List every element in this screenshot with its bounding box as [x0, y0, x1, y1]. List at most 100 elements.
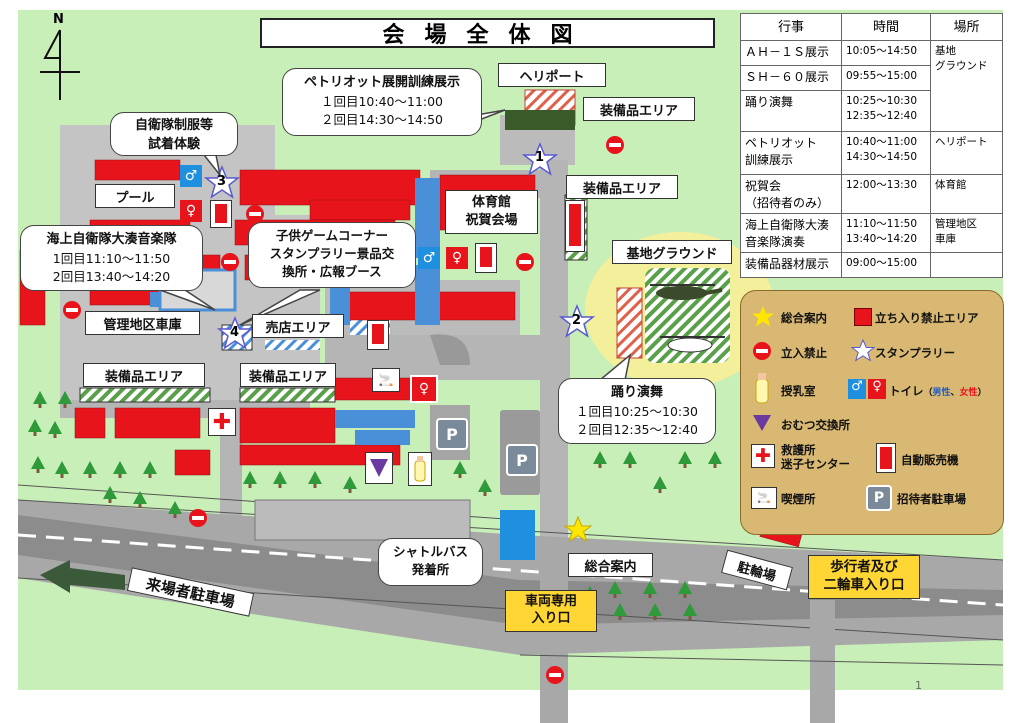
guest-parking-icon: P [436, 418, 468, 450]
toilet-female-icon: ♀ [180, 200, 202, 222]
bubble-dance-time1: １回目10:25～10:30 [575, 403, 699, 419]
bubble-shuttle: シャトルバス 発着所 [378, 538, 483, 586]
label-info: 総合案内 [568, 553, 653, 577]
legend-parking-label: 招待者駐車場 [897, 492, 966, 506]
label-pool: プール [95, 184, 175, 208]
schedule-event: ペトリオット 訓練展示 [740, 131, 842, 175]
vending-machine-icon-4 [367, 320, 389, 350]
legend-toilet-male-icon: ♂ [848, 379, 866, 399]
bubble-kids: 子供ゲームコーナー スタンプラリー景品交 換所・広報ブース [248, 222, 416, 288]
legend-noentry-label: 立入禁止 [781, 346, 827, 360]
label-gym: 体育館 祝賀会場 [445, 190, 538, 234]
bubble-dance-title: 踊り演舞 [610, 385, 663, 400]
schedule-event: 祝賀会 （招待者のみ） [740, 174, 842, 214]
vehicle-gate: 車両専用 入り口 [505, 590, 597, 632]
helicopter-sh60-icon [660, 336, 725, 353]
bubble-patriot: ペトリオット展開訓練展示 １回目10:40～11:00 ２回目14:30～14:… [282, 68, 482, 136]
legend-male-text: 男性 [932, 388, 951, 398]
schedule-place: ヘリポート [930, 131, 1003, 175]
stamp-number-4: 4 [230, 325, 240, 340]
schedule-time: 09:55～15:00 [841, 65, 931, 91]
vending-machine-icon-2 [475, 243, 497, 273]
legend-restricted-icon [854, 308, 872, 326]
guest-parking-icon-2: P [506, 444, 538, 476]
bubble-band-time1: 1回目11:10～11:50 [52, 250, 171, 266]
schedule-header: 行事 時間 場所 [740, 13, 1003, 41]
legend-nursing-label: 授乳室 [781, 384, 816, 398]
bubble-band-time2: 2回目13:40～14:20 [52, 268, 171, 284]
vending-machine-icon [210, 200, 232, 228]
schedule-time: 09:00～15:00 [841, 252, 931, 278]
legend-female-text: 女性 [959, 388, 978, 398]
label-equip-center: 装備品エリア [240, 363, 336, 387]
north-label: N [53, 12, 64, 27]
schedule-header-event: 行事 [740, 13, 842, 41]
legend-smoking-icon: 🚬 [751, 487, 777, 509]
label-garage: 管理地区車庫 [85, 311, 200, 335]
toilet-male-icon: ♂ [180, 165, 202, 187]
info-star-icon [563, 515, 593, 543]
schedule-header-place: 場所 [930, 13, 1003, 41]
helicopter-ah1s-icon [650, 284, 723, 300]
schedule-time: 12:00～13:30 [841, 174, 931, 214]
bubble-band-title: 海上自衛隊大湊音楽隊 [46, 232, 177, 247]
legend-stamp-label: スタンプラリー [875, 346, 956, 360]
legend-diaper-label: おむつ交換所 [781, 418, 850, 432]
schedule-header-time: 時間 [841, 13, 931, 41]
label-heliport: ヘリポート [498, 63, 606, 87]
legend-diaper-icon [753, 415, 771, 431]
label-shop: 売店エリア [252, 314, 344, 338]
toilet-female-icon-3: ♀ [410, 375, 438, 403]
bubble-patriot-time2: ２回目14:30～14:50 [320, 111, 444, 127]
legend-vending-icon [876, 443, 896, 473]
schedule-place: 管理地区 車庫 [930, 213, 1003, 253]
first-aid-icon: ✚ [208, 408, 236, 436]
legend-toilet-label: トイレ（男性、女性） [889, 384, 987, 398]
schedule-time: 10:40～11:00 14:30～14:50 [841, 131, 931, 175]
legend-firstaid-icon: ✚ [751, 444, 775, 468]
bubble-patriot-title: ペトリオット展開訓練展示 [303, 75, 460, 90]
bubble-dance-time2: ２回目12:35～12:40 [575, 421, 699, 437]
legend-toilet-female-icon: ♀ [868, 379, 886, 399]
smoking-icon: 🚬 [372, 368, 400, 392]
pedestrian-gate: 歩行者及び 二輪車入り口 [808, 555, 920, 599]
legend-info-label: 総合案内 [781, 311, 827, 325]
toilet-male-icon-2: ♂ [418, 247, 440, 269]
page-number: 1 [915, 679, 922, 692]
patriot-vehicle-icon [505, 110, 575, 130]
page-title: 会場全体図 [260, 18, 715, 48]
schedule-event: 踊り演舞 [740, 90, 842, 132]
schedule-time: 10:25～10:30 12:35～12:40 [841, 90, 931, 132]
schedule-event: 海上自衛隊大湊 音楽隊演奏 [740, 213, 842, 253]
bubble-patriot-time1: １回目10:40～11:00 [320, 93, 444, 109]
bubble-band: 海上自衛隊大湊音楽隊 1回目11:10～11:50 2回目13:40～14:20 [20, 225, 203, 291]
schedule-place: 基地 グラウンド [930, 40, 1003, 132]
label-equip-east: 装備品エリア [566, 175, 678, 199]
legend-toilet-text: トイレ [889, 384, 924, 398]
legend-firstaid-label: 救護所 迷子センター [781, 443, 850, 472]
schedule-event: 装備品器材展示 [740, 252, 842, 278]
diaper-change-icon [365, 452, 393, 484]
legend-noentry-icon [753, 342, 771, 360]
legend-stamp-icon [851, 339, 875, 362]
toilet-female-icon-2: ♀ [446, 247, 468, 269]
north-arrow-icon [40, 29, 80, 100]
legend-restricted-label: 立ち入り禁止エリア [875, 311, 979, 325]
legend-parking-icon: P [866, 485, 892, 511]
bubble-dance: 踊り演舞 １回目10:25～10:30 ２回目12:35～12:40 [558, 378, 716, 444]
bubble-uniform: 自衛隊制服等 試着体験 [110, 112, 238, 156]
parking-arrow-icon [40, 560, 125, 593]
nursing-room-icon [408, 452, 432, 486]
vending-machine-icon-3 [565, 200, 585, 252]
label-base-ground: 基地グラウンド [612, 240, 732, 264]
label-equip-west: 装備品エリア [83, 363, 205, 387]
shuttle-bus-stop [500, 510, 535, 560]
